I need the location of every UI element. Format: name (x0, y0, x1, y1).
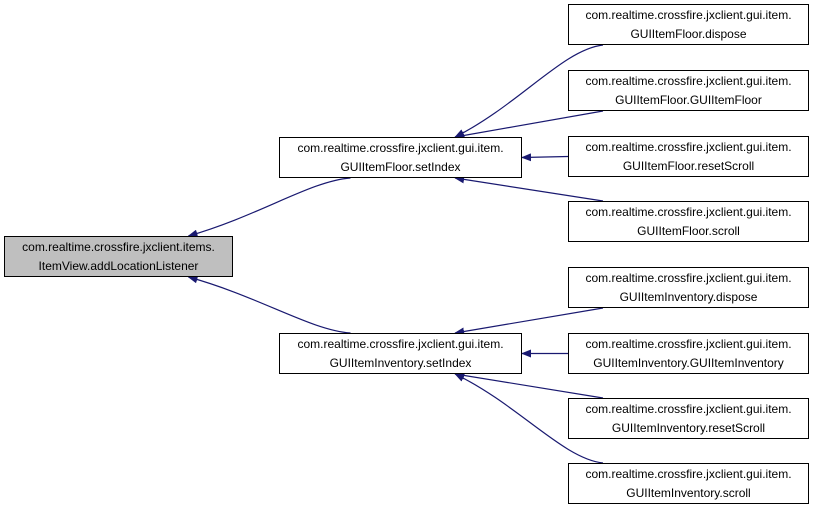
node-gui-item-inventory-dispose[interactable]: com.realtime.crossfire.jxclient.gui.item… (568, 267, 809, 308)
node-label-line: com.realtime.crossfire.jxclient.gui.item… (585, 270, 792, 285)
node-gui-item-floor-constructor[interactable]: com.realtime.crossfire.jxclient.gui.item… (568, 70, 809, 111)
node-gui-item-inventory-set-index[interactable]: com.realtime.crossfire.jxclient.gui.item… (279, 333, 522, 374)
node-label-line: com.realtime.crossfire.jxclient.gui.item… (297, 140, 504, 155)
node-label-line: ItemView.addLocationListener (38, 258, 199, 273)
node-label-line: com.realtime.crossfire.jxclient.items. (22, 239, 215, 254)
node-gui-item-floor-scroll[interactable]: com.realtime.crossfire.jxclient.gui.item… (568, 201, 809, 242)
node-gui-item-floor-reset-scroll[interactable]: com.realtime.crossfire.jxclient.gui.item… (568, 136, 809, 177)
node-label-line: GUIItemInventory.dispose (619, 289, 758, 304)
node-gui-item-floor-dispose[interactable]: com.realtime.crossfire.jxclient.gui.item… (568, 4, 809, 45)
node-item-view-add-location-listener[interactable]: com.realtime.crossfire.jxclient.items. I… (4, 236, 233, 277)
call-edge-floor_resetscroll-to-floor_setindex (521, 153, 569, 162)
node-label-line: GUIItemInventory.resetScroll (611, 420, 766, 435)
call-edge-inventory_dispose-to-inventory_setindex (454, 307, 604, 336)
node-gui-item-floor-set-index[interactable]: com.realtime.crossfire.jxclient.gui.item… (279, 137, 522, 178)
call-edge-inventory_setindex-to-root (187, 275, 351, 334)
node-label-line: com.realtime.crossfire.jxclient.gui.item… (585, 139, 792, 154)
node-label-line: GUIItemInventory.GUIItemInventory (593, 355, 784, 370)
node-label-line: com.realtime.crossfire.jxclient.gui.item… (585, 401, 792, 416)
call-edge-floor_ctor-to-floor_setindex (454, 110, 604, 140)
call-edge-floor_setindex-to-root (187, 177, 351, 238)
node-label-line: com.realtime.crossfire.jxclient.gui.item… (585, 73, 792, 88)
node-label-line: GUIItemFloor.dispose (630, 26, 747, 41)
node-label-line: com.realtime.crossfire.jxclient.gui.item… (585, 336, 792, 351)
call-edge-floor_scroll-to-floor_setindex (454, 175, 604, 202)
node-label-line: com.realtime.crossfire.jxclient.gui.item… (585, 466, 792, 481)
node-label-line: com.realtime.crossfire.jxclient.gui.item… (585, 7, 792, 22)
call-edge-inventory_scroll-to-inventory_setindex (454, 373, 604, 464)
node-label-line: com.realtime.crossfire.jxclient.gui.item… (585, 204, 792, 219)
call-edge-floor_dispose-to-floor_setindex (454, 44, 604, 138)
call-edge-inventory_resetscroll-to-inventory_setindex (454, 371, 604, 399)
node-label-line: GUIItemInventory.scroll (626, 485, 751, 500)
node-gui-item-inventory-constructor[interactable]: com.realtime.crossfire.jxclient.gui.item… (568, 333, 809, 374)
node-label-line: GUIItemFloor.resetScroll (622, 158, 755, 173)
node-label-line: com.realtime.crossfire.jxclient.gui.item… (297, 336, 504, 351)
node-label-line: GUIItemFloor.scroll (637, 223, 740, 238)
node-label-line: GUIItemInventory.setIndex (329, 355, 472, 370)
node-label-line: GUIItemFloor.setIndex (340, 159, 461, 174)
node-gui-item-inventory-scroll[interactable]: com.realtime.crossfire.jxclient.gui.item… (568, 463, 809, 504)
node-label-line: GUIItemFloor.GUIItemFloor (615, 92, 762, 107)
node-gui-item-inventory-reset-scroll[interactable]: com.realtime.crossfire.jxclient.gui.item… (568, 398, 809, 439)
